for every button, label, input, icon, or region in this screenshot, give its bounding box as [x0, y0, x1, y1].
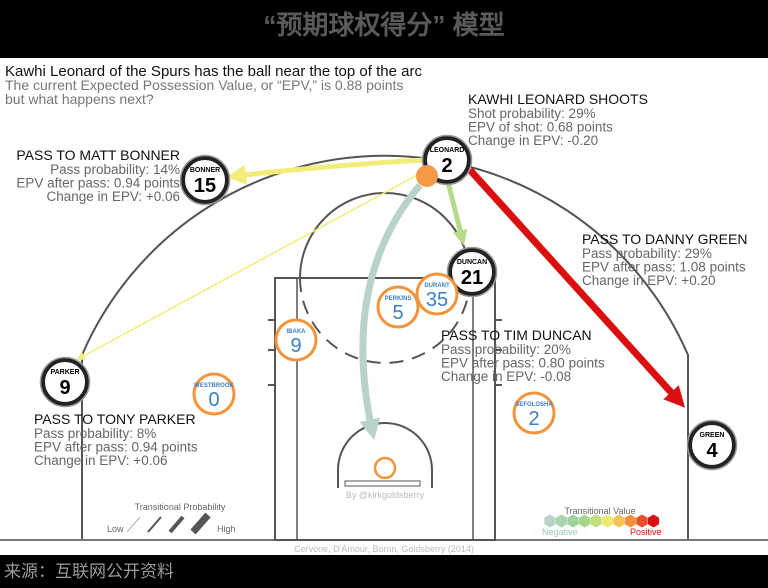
intro-line1: The current Expected Possession Value, o… — [5, 77, 403, 93]
intro-text: Kawhi Leonard of the Spurs has the ball … — [5, 63, 422, 107]
option-l2: EPV after pass: 0.94 points — [16, 176, 180, 191]
intro-headline: Kawhi Leonard of the Spurs has the ball … — [5, 63, 422, 80]
player-number: 0 — [208, 389, 219, 411]
legend-probability: Transitional Probability Low High — [107, 502, 236, 535]
legend-value: Transitional Value Negative Positive — [542, 506, 662, 537]
value-hex — [578, 514, 591, 528]
value-hex — [624, 514, 637, 528]
option-l1: Pass probability: 14% — [50, 162, 180, 177]
player-number: 21 — [461, 267, 483, 289]
value-hex — [567, 514, 579, 528]
court-lines — [0, 154, 768, 541]
player-name: IBAKA — [287, 329, 307, 335]
page-title: “预期球权得分” 模型 — [0, 0, 768, 58]
option-l3: Change in EPV: +0.20 — [582, 273, 715, 288]
option-title: PASS TO TIM DUNCAN — [441, 327, 592, 343]
option-title: PASS TO MATT BONNER — [16, 147, 180, 163]
player-number: 15 — [194, 175, 216, 197]
basket-rim — [373, 456, 397, 480]
player-number: 35 — [426, 289, 448, 311]
option-title: KAWHI LEONARD SHOOTS — [468, 91, 648, 107]
shot-arrow — [359, 182, 423, 441]
player-name: SEFOLOSHA — [515, 402, 553, 408]
pass-arrow-parker — [76, 167, 431, 361]
option-l2: EPV after pass: 1.08 points — [582, 260, 746, 275]
player-number: 2 — [441, 155, 452, 177]
option-l1: Pass probability: 29% — [582, 246, 712, 261]
intro-line2: but what happens next? — [5, 91, 154, 107]
value-hex — [544, 514, 556, 528]
credit: By @kirkgoldsberry — [346, 490, 425, 500]
option-l3: Change in EPV: +0.06 — [34, 453, 167, 468]
option-l1: Pass probability: 20% — [441, 342, 571, 357]
value-hex — [555, 514, 568, 528]
value-hex — [636, 514, 648, 528]
legend-negative: Negative — [542, 527, 578, 537]
player-name: BONNER — [190, 167, 220, 174]
value-hex — [613, 514, 625, 528]
pass-arrow-duncan — [445, 181, 468, 246]
player-number: 2 — [528, 408, 539, 430]
player-name: WESTBROOK — [194, 383, 234, 389]
ball — [416, 165, 438, 187]
player-name: PARKER — [50, 369, 79, 376]
option-l1: Shot probability: 29% — [468, 106, 596, 121]
legend-value-title: Transitional Value — [564, 506, 635, 516]
legend-low: Low — [107, 524, 124, 534]
player-name: DURANT — [424, 283, 450, 289]
option-l3: Change in EPV: +0.06 — [47, 189, 180, 204]
value-hex — [590, 514, 602, 528]
player-name: GREEN — [700, 432, 725, 439]
option-l3: Change in EPV: -0.20 — [468, 133, 598, 148]
player-number: 4 — [706, 440, 718, 462]
source-caption: 来源：互联网公开资料 — [4, 562, 174, 581]
player-number: 9 — [290, 335, 301, 357]
option-l2: EPV after pass: 0.94 points — [34, 440, 198, 455]
player-number: 9 — [59, 377, 70, 399]
player-number: 5 — [392, 302, 403, 324]
player-name: PERKINS — [385, 296, 412, 302]
legend-high: High — [217, 524, 236, 534]
legend-prob-title: Transitional Probability — [135, 502, 226, 512]
option-l2: EPV of shot: 0.68 points — [468, 120, 613, 135]
option-title: PASS TO DANNY GREEN — [582, 231, 747, 247]
option-l3: Change in EPV: -0.08 — [441, 369, 571, 384]
player-name: LEONARD — [430, 147, 465, 154]
option-l1: Pass probability: 8% — [34, 426, 156, 441]
legend-positive: Positive — [630, 527, 662, 537]
option-l2: EPV after pass: 0.80 points — [441, 356, 605, 371]
value-hex — [647, 514, 660, 528]
citation: Cervone, D'Amour, Bornn, Goldsberry (201… — [294, 544, 474, 554]
value-hex — [601, 514, 614, 528]
pass-arrow-bonner — [226, 157, 426, 185]
option-title: PASS TO TONY PARKER — [34, 411, 196, 427]
pass-arrow-green — [467, 167, 686, 408]
player-name: DUNCAN — [457, 259, 487, 266]
